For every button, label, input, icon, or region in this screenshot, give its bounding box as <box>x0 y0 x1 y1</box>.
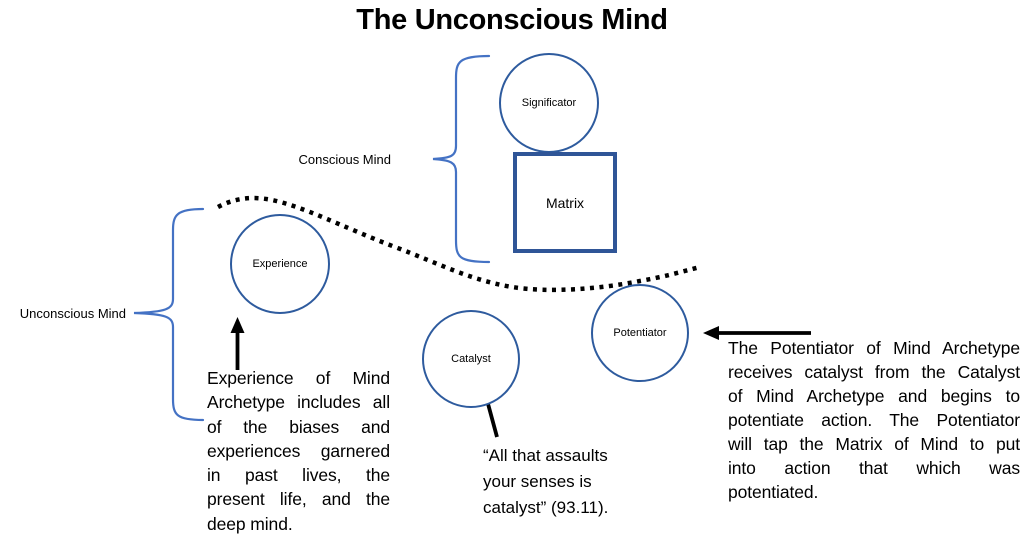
text-line: into action that which was <box>728 458 1020 478</box>
node-potentiator: Potentiator <box>591 284 689 382</box>
text-line: Archetype includes all <box>207 392 390 413</box>
node-significator-label: Significator <box>521 97 577 109</box>
text-line: deep mind. <box>207 513 293 534</box>
text-line: present life, and the <box>207 489 390 510</box>
text-line: of the biases and <box>207 416 390 437</box>
text-line: receives catalyst from the Catalyst <box>728 362 1020 382</box>
experience-annotation: Experience of Mind Archetype includes al… <box>207 366 390 536</box>
node-matrix-label: Matrix <box>545 194 585 211</box>
text-line: in past lives, the <box>207 465 390 486</box>
text-line: potentiate action. The Potentiator <box>728 410 1020 430</box>
unconscious-mind-label: Unconscious Mind <box>19 306 126 321</box>
node-experience-label: Experience <box>252 258 308 270</box>
node-catalyst-label: Catalyst <box>451 353 491 365</box>
text-line: Experience of Mind <box>207 368 390 388</box>
text-line: will tap the Matrix of Mind to put <box>728 434 1020 454</box>
node-significator: Significator <box>499 53 599 153</box>
node-catalyst: Catalyst <box>422 310 520 408</box>
text-line: experiences garnered <box>207 440 390 461</box>
node-potentiator-label: Potentiator <box>613 327 667 339</box>
unconscious-mind-brace <box>133 207 205 422</box>
page-title: The Unconscious Mind <box>356 4 668 36</box>
node-matrix: Matrix <box>513 152 617 253</box>
potentiator-annotation: The Potentiator of Mind Archetype receiv… <box>728 336 1020 504</box>
text-line: “All that assaults <box>483 446 608 465</box>
text-line: The Potentiator of Mind Archetype <box>728 338 1020 358</box>
conscious-mind-brace <box>432 54 491 264</box>
text-line: your senses is <box>483 472 592 491</box>
text-line: catalyst” (93.11). <box>483 498 609 517</box>
text-line: of Mind Archetype and begins to <box>728 386 1020 406</box>
node-experience: Experience <box>230 214 330 314</box>
text-line: potentiated. <box>728 482 819 502</box>
conscious-mind-label: Conscious Mind <box>298 152 392 167</box>
catalyst-quote: “All that assaults your senses is cataly… <box>483 443 648 521</box>
